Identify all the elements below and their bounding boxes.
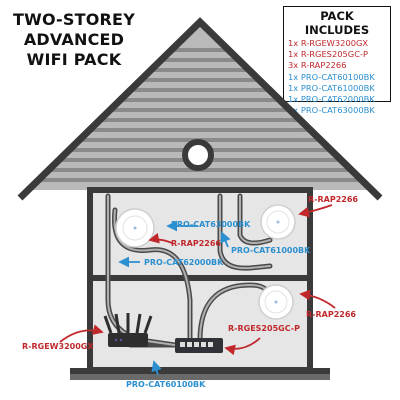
access-point bbox=[260, 204, 296, 240]
pack-item: 1x R-RGEW3200GX bbox=[288, 38, 369, 48]
label-switch: R-RGES205GC-P bbox=[228, 324, 300, 333]
pack-item: 3x R-RAP2266 bbox=[288, 60, 347, 71]
router-device bbox=[103, 313, 153, 347]
pack-item: 1x PRO-CAT60100BK bbox=[288, 71, 375, 82]
roof bbox=[17, 17, 383, 201]
title-line-1: TWO-STOREY bbox=[13, 10, 135, 29]
pack-item: 1x R-RGES205GC-P bbox=[288, 49, 369, 60]
title-line-3: WIFI PACK bbox=[26, 50, 122, 69]
pack-item: 1x PRO-CAT61000BK bbox=[288, 82, 375, 93]
pack-heading: PACK INCLUDES bbox=[304, 9, 370, 37]
callout-arrows bbox=[59, 204, 336, 376]
switch-device bbox=[175, 338, 223, 353]
attic-window bbox=[182, 139, 214, 171]
pack-item: 1x PRO-CAT62000BK bbox=[288, 94, 375, 105]
label-rap-bottom-right: R-RAP2266 bbox=[306, 310, 356, 319]
page-title: TWO-STOREY ADVANCED WIFI PACK bbox=[8, 10, 140, 70]
foundation bbox=[70, 374, 330, 380]
access-point bbox=[115, 208, 155, 248]
label-router: R-RGEW3200GX bbox=[22, 342, 94, 351]
label-rap-middle: R-RAP2266 bbox=[171, 239, 221, 248]
access-point bbox=[258, 284, 294, 320]
label-cat62: PRO-CAT62000BK bbox=[144, 258, 224, 267]
pack-item: 1x PRO-CAT63000BK bbox=[288, 105, 375, 116]
label-rap-top-right: R-RAP2266 bbox=[308, 195, 358, 204]
label-cat63: PRO-CAT63000BK bbox=[171, 220, 251, 229]
label-cat61: PRO-CAT61000BK bbox=[231, 246, 311, 255]
pack-includes-box: PACK INCLUDES 1x R-RGEW3200GX 1x R-RGES2… bbox=[283, 6, 391, 115]
pack-item-list: 1x R-RGEW3200GX 1x R-RGES205GC-P 3x R-RA… bbox=[288, 38, 386, 116]
label-cat60: PRO-CAT60100BK bbox=[126, 380, 206, 389]
title-line-2: ADVANCED bbox=[23, 30, 125, 49]
